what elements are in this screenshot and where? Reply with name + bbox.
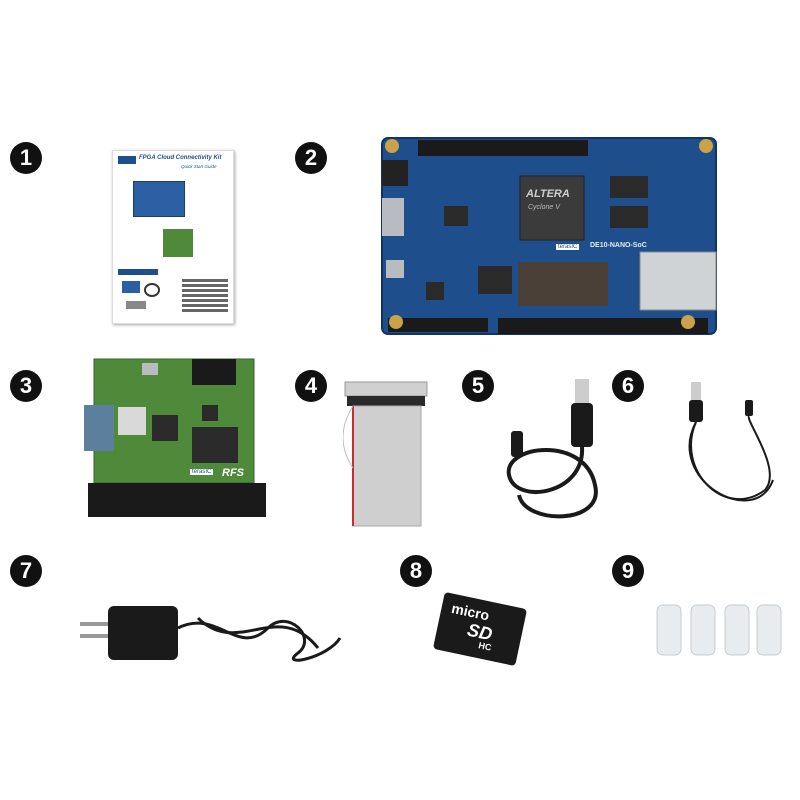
item-number-9: 9 — [612, 555, 644, 587]
usb-cable-thin-icon — [665, 380, 780, 525]
guide-subtitle: Quick Start Guide — [181, 164, 217, 169]
item-number-6: 6 — [612, 370, 644, 402]
board-brand-label: terasIC — [556, 244, 580, 250]
board-name-label: DE10-NANO-SoC — [590, 242, 647, 249]
usb-cable-black-icon — [495, 375, 615, 525]
item-number-3: 3 — [10, 370, 42, 402]
microsd-card-icon: micro SD HC — [432, 591, 528, 667]
rfs-daughter-card-icon: RFS terasIC — [82, 355, 272, 520]
spacers-icon — [655, 603, 785, 657]
microsd-text-hc: HC — [477, 640, 493, 653]
item-number-2: 2 — [295, 142, 327, 174]
rfs-label: RFS — [222, 467, 244, 479]
item-number-5: 5 — [462, 370, 494, 402]
chip-family-label: Cyclone V — [528, 204, 560, 211]
rfs-brand-label: terasIC — [190, 469, 214, 475]
fpga-board-icon: ALTERA Cyclone V DE10-NANO-SoC terasIC — [378, 132, 720, 338]
item-number-1: 1 — [10, 142, 42, 174]
ribbon-cable-icon — [343, 378, 433, 530]
item-number-4: 4 — [295, 370, 327, 402]
guide-title: FPGA Cloud Connectivity Kit — [139, 155, 222, 161]
power-adapter-icon — [78, 598, 348, 668]
chip-brand-label: ALTERA — [526, 188, 570, 200]
quick-start-guide-icon: FPGA Cloud Connectivity Kit Quick Start … — [112, 150, 234, 324]
item-number-7: 7 — [10, 555, 42, 587]
item-number-8: 8 — [400, 555, 432, 587]
